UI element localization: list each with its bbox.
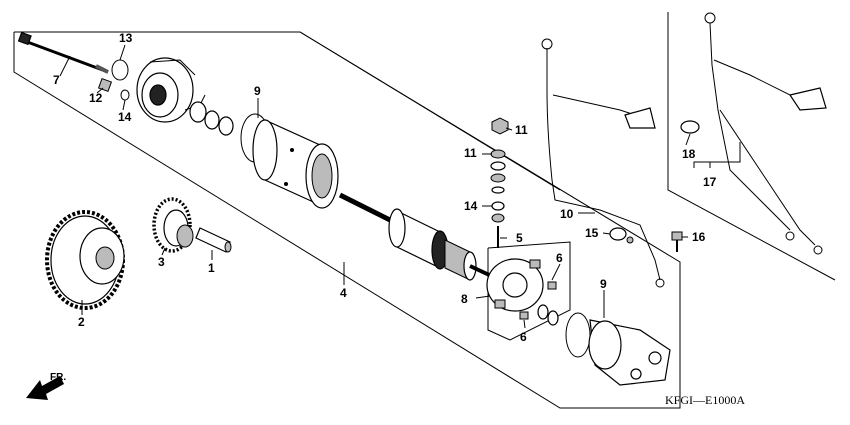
plate-washer [97, 77, 113, 93]
callout-1: 1 [208, 261, 215, 275]
brush-holder-frame [487, 241, 571, 341]
callout-7: 7 [53, 73, 60, 87]
rear-washers [537, 304, 559, 326]
callout-6-lower: 6 [520, 330, 527, 344]
brush-lower [519, 311, 529, 320]
starter-cable [541, 38, 665, 288]
callout-4: 4 [340, 286, 347, 300]
callout-9-front: 9 [254, 84, 261, 98]
callout-9-rear: 9 [600, 277, 607, 291]
callout-3: 3 [158, 255, 165, 269]
brush-holder [486, 258, 544, 312]
assembly-frame [13, 12, 836, 409]
callout-11-top: 11 [515, 123, 528, 137]
front-direction-label: FR. [50, 372, 66, 383]
callout-11-second: 11 [464, 146, 477, 160]
callout-12: 12 [89, 91, 103, 105]
callout-5: 5 [516, 231, 523, 245]
motor-yoke [252, 119, 339, 209]
leader-lines [59, 44, 741, 329]
cable-clamp [609, 227, 634, 244]
callout-13: 13 [119, 31, 133, 45]
terminal-nut-stack [490, 117, 509, 248]
flange-bolt [671, 231, 683, 252]
callout-15: 15 [585, 226, 599, 240]
idle-gear [152, 197, 194, 253]
gear-shaft [195, 227, 232, 253]
front-direction-arrow-icon [26, 376, 64, 400]
callout-2: 2 [78, 315, 85, 329]
o-ring [111, 59, 129, 81]
wire-harness [704, 12, 827, 255]
callout-18: 18 [682, 147, 696, 161]
small-ring [120, 89, 130, 101]
diagram-code: KFGI—E1000A [665, 393, 745, 407]
callout-14-stack: 14 [464, 199, 478, 213]
front-cover [136, 57, 206, 123]
brush-upper [547, 281, 557, 290]
harness-clamp [680, 120, 700, 134]
armature [338, 192, 501, 282]
callout-6-upper: 6 [556, 251, 563, 265]
front-washers [189, 101, 234, 136]
callout-10: 10 [560, 207, 574, 221]
long-bolt [17, 31, 109, 74]
rear-o-ring [565, 312, 591, 358]
reduction-gear [45, 210, 125, 310]
callout-8: 8 [461, 292, 468, 306]
rear-cover [588, 319, 671, 386]
callout-17: 17 [703, 175, 717, 189]
callout-16: 16 [692, 230, 706, 244]
callout-14-front: 14 [118, 110, 132, 124]
